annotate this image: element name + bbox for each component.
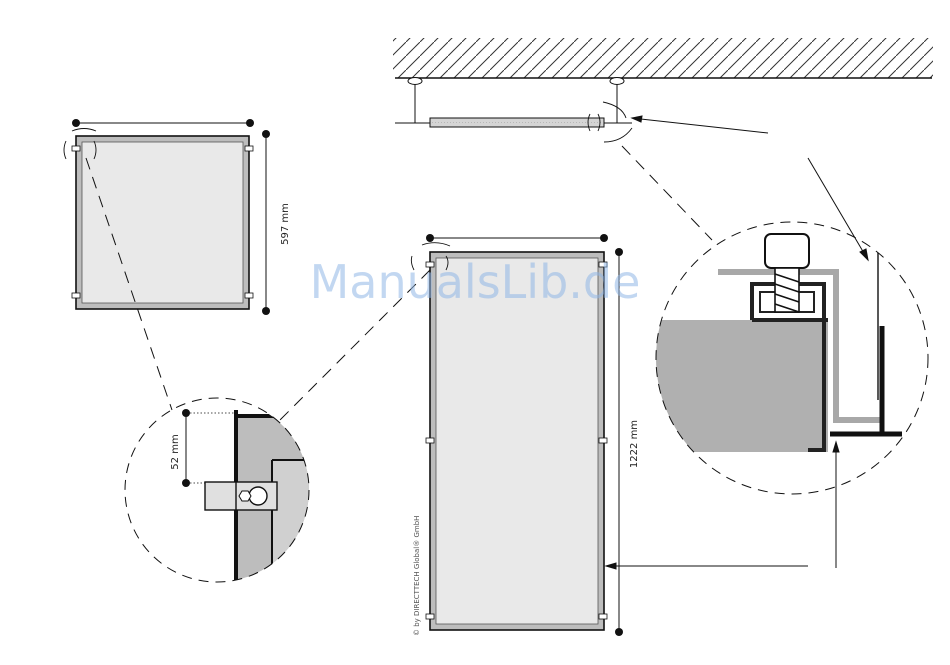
large-panel-height-label: 1222 mm	[629, 420, 640, 468]
small-panel-surface	[82, 142, 243, 303]
small-panel-group: 597 mm	[64, 119, 291, 315]
copyright-text: © by DIRECTTECH Global® GmbH	[413, 516, 421, 636]
watermark-text: ManualsLib.de	[310, 255, 641, 309]
ceiling-anchor-right	[610, 78, 624, 85]
arrow-to-wire	[808, 158, 868, 260]
clip-hex-nut	[239, 491, 251, 501]
clip-detail-label: 52 mm	[170, 434, 181, 469]
adjust-screw-head	[765, 234, 809, 268]
large-panel-surface	[436, 258, 598, 624]
clip-detail-circle: 52 mm	[125, 398, 312, 582]
clip-screw-hole	[249, 487, 267, 505]
ceiling-anchor-left	[408, 78, 422, 85]
small-panel-height-label: 597 mm	[280, 203, 291, 245]
profile-detail-circle	[650, 222, 928, 494]
ceiling-section	[650, 320, 828, 452]
ceiling-hatching	[393, 38, 933, 78]
arrow-to-side-detail	[632, 118, 768, 133]
ceiling-side-view	[385, 30, 933, 142]
